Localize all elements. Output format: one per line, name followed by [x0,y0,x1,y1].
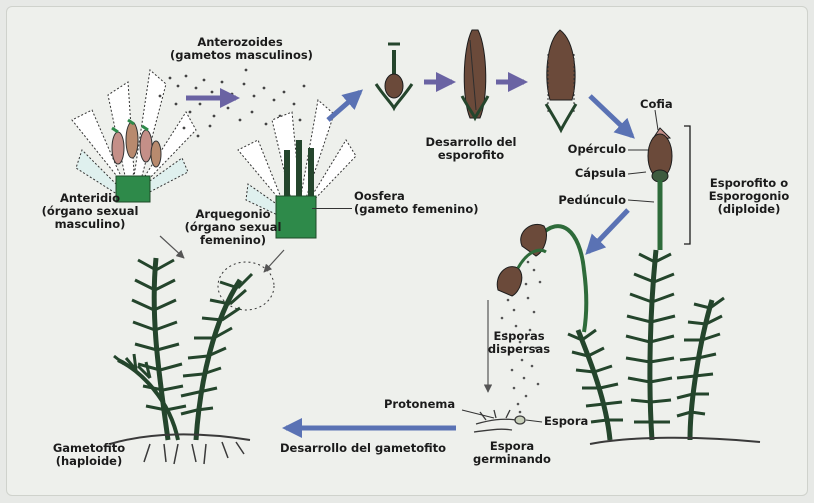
right-moss-plants [568,250,760,444]
antheridium-illustration [72,70,196,202]
protonema-label: Protonema [384,398,455,411]
protonema-pointer [462,410,494,418]
calyptra-label: Cofia [640,98,673,111]
gametophyte-plants [110,258,252,464]
arrow-to-dispersal [588,210,628,252]
gametophyte-development-label: Desarrollo del gametofito [280,442,446,455]
sporophyte-stage-1 [376,44,412,108]
operculum-label: Opérculo [562,143,626,156]
oosphere-line-2: (gameto femenino) [354,203,479,216]
protonema-illustration [474,410,525,432]
dispersed-spores-label: Esporas dispersas [484,330,554,356]
gametophyte-label: Gametofito (haploide) [44,442,134,468]
spore-label: Espora [544,415,588,428]
germinating-spore-line-2: germinando [462,453,562,466]
sporophyte-bracket [684,126,690,244]
dispersing-capsules [497,224,586,332]
dispersed-spores-line-2: dispersas [484,343,554,356]
seta-label: Pedúnculo [556,194,626,207]
sporophyte-development-line-2: esporofito [416,149,526,162]
sporophyte-stage-3 [546,30,576,130]
sporophyte-development-label: Desarrollo del esporofito [416,136,526,162]
sporophyte-stage-2 [462,30,488,118]
antheridium-line-3: masculino) [34,218,146,231]
germinating-spore-label: Espora germinando [462,440,562,466]
arrow-to-mature-sporophyte [590,96,632,136]
archegonium-pointer [264,250,284,272]
oosphere-label: Oosfera (gameto femenino) [354,190,479,216]
sporophyte-label: Esporofito o Esporogonio (diploide) [696,177,802,216]
sporophyte-line-3: (diploide) [696,203,802,216]
antheridium-label: Anteridio (órgano sexual masculino) [34,192,146,231]
mature-sporophyte [648,128,672,250]
archegonium-label: Arquegonio (órgano sexual femenino) [178,208,288,247]
antherozoids-label: Anterozoides (gametos masculinos) [170,36,310,62]
antherozoids-subtitle: (gametos masculinos) [170,49,310,62]
arrow-to-sporophyte [328,92,360,120]
spore-pointer [526,420,542,422]
capsule-label: Cápsula [562,167,626,180]
oosphere-pointer [312,208,352,209]
archegonium-line-3: femenino) [178,234,288,247]
gametophyte-line-2: (haploide) [44,455,134,468]
